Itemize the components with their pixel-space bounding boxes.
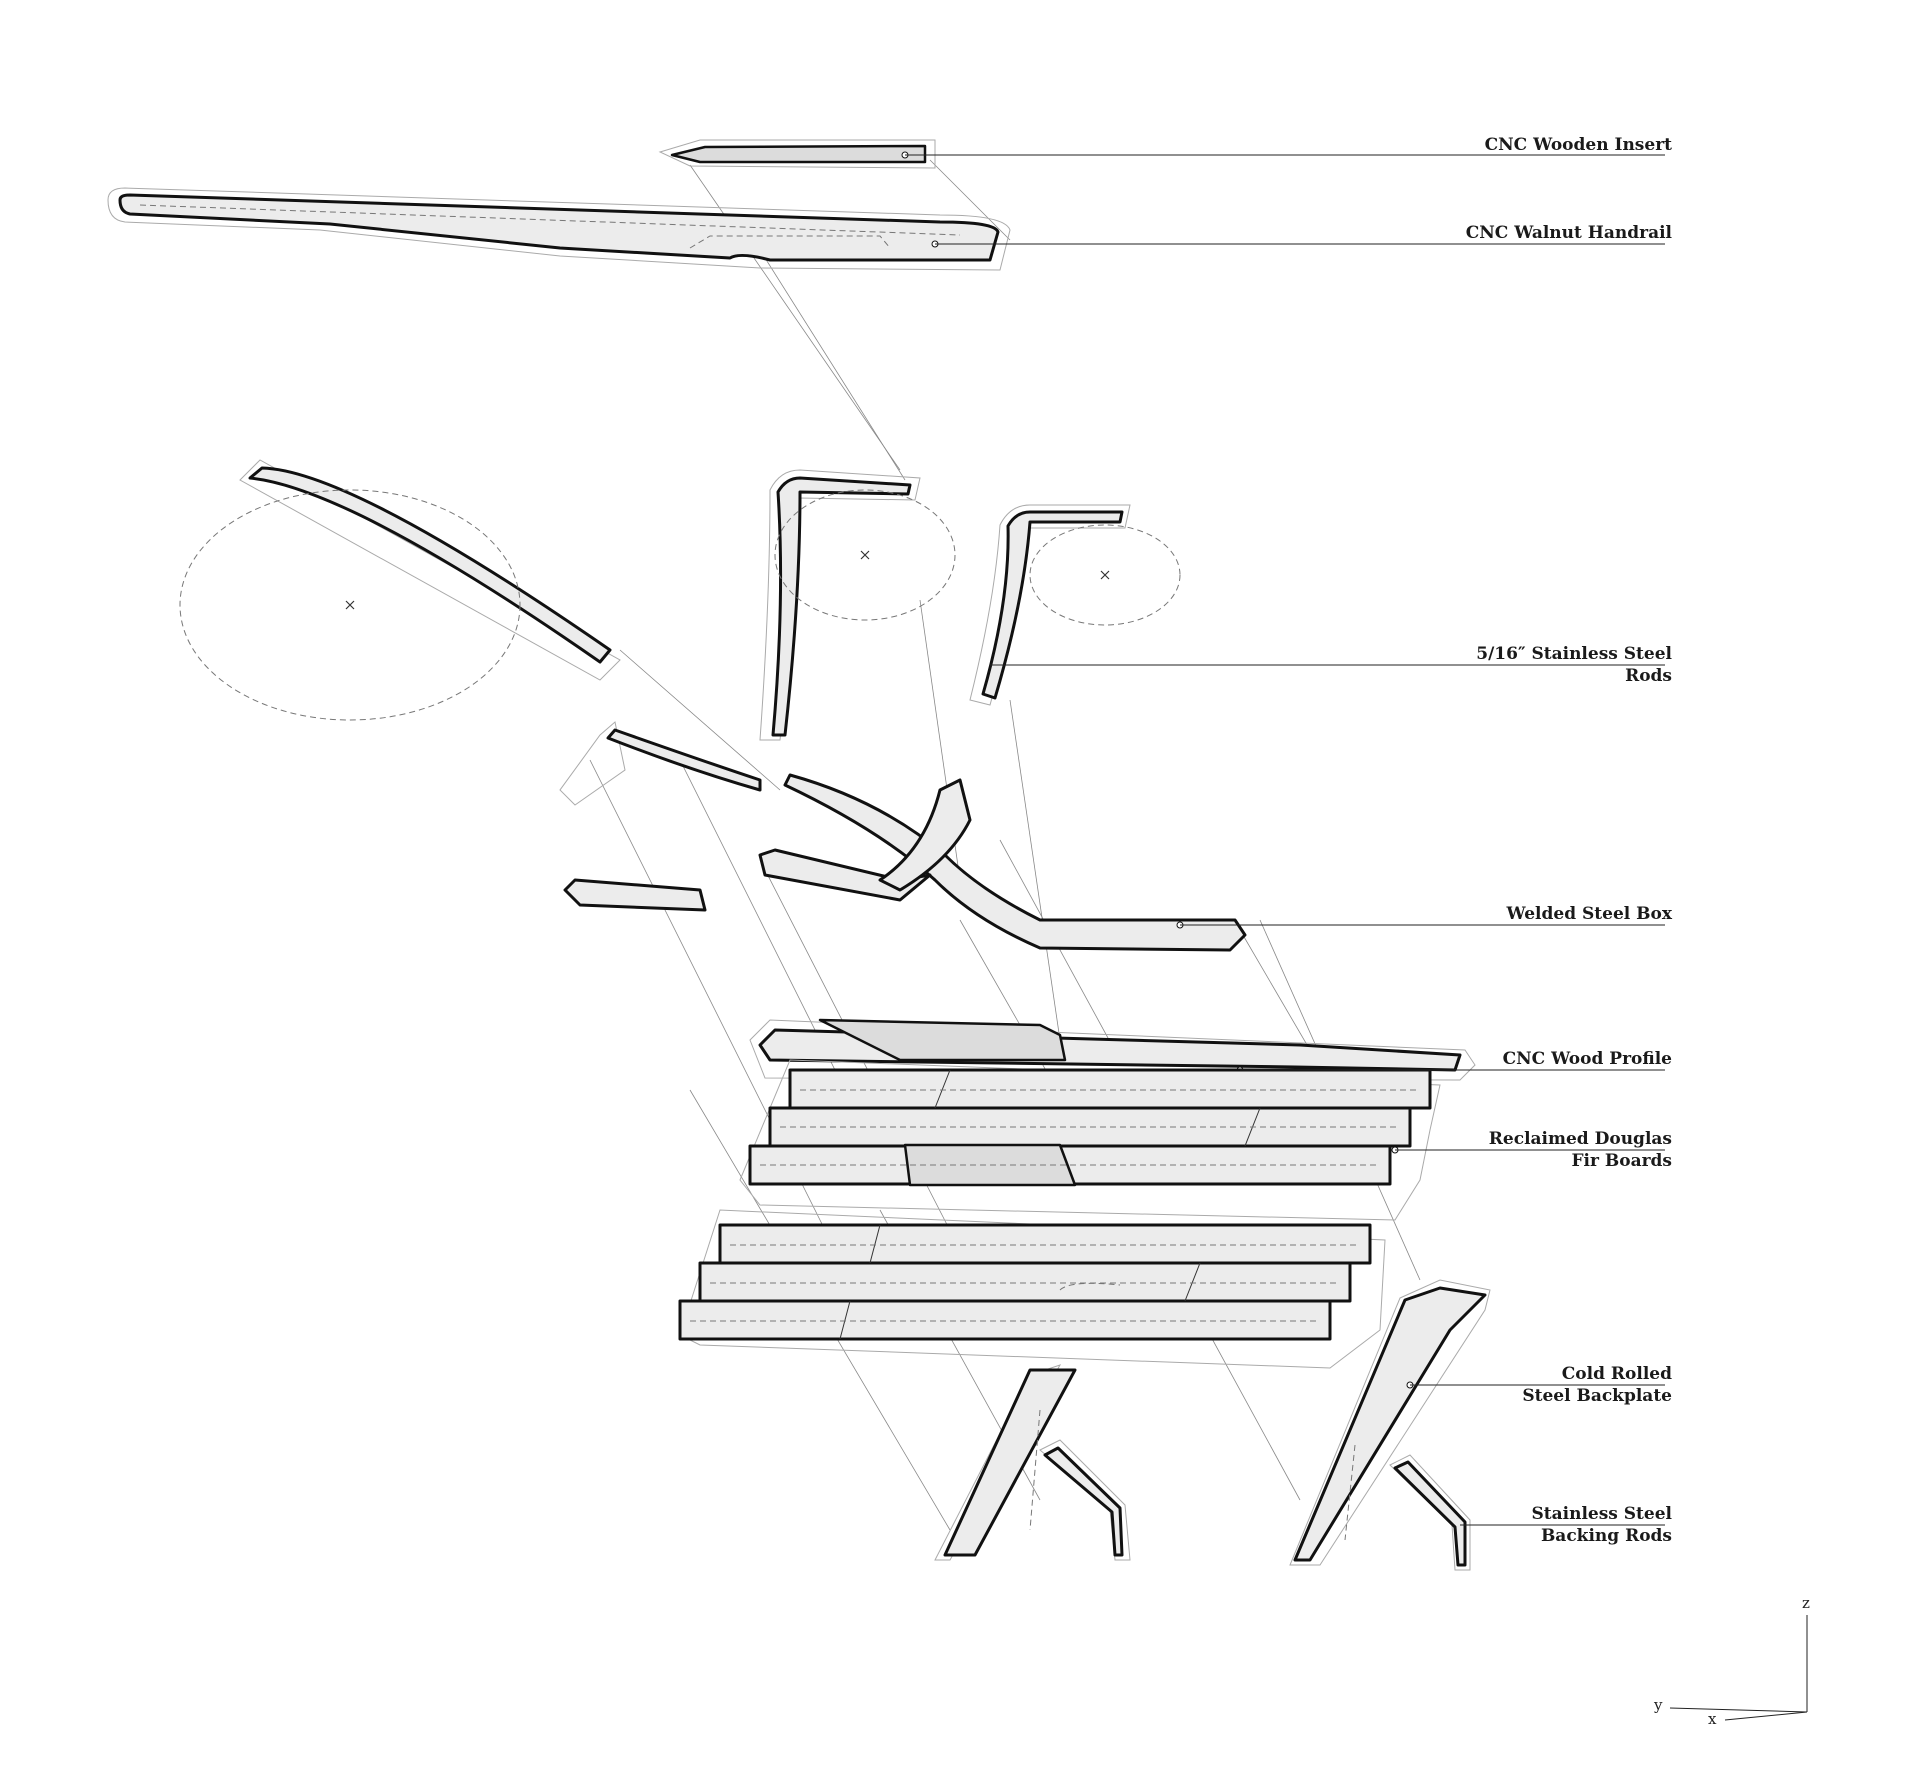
label-stainless-steel-rods: 5/16″ Stainless Steel Rods xyxy=(1476,644,1672,686)
label-reclaimed-douglas-fir-boards: Reclaimed Douglas Fir Boards xyxy=(1488,1129,1672,1171)
cnc-wooden-insert-part xyxy=(658,139,936,169)
label-cold-rolled-steel-backplate: Cold Rolled Steel Backplate xyxy=(1522,1364,1672,1406)
cnc-wood-profile-part xyxy=(749,1018,1476,1081)
axis-indicator xyxy=(1669,1615,1808,1721)
label-welded-steel-box: Welded Steel Box xyxy=(1506,904,1672,924)
stainless-steel-rods-part xyxy=(179,459,1181,741)
leader-lines xyxy=(905,154,1665,1526)
douglas-fir-boards-part xyxy=(739,1059,1441,1221)
axis-label-x: x xyxy=(1708,1710,1717,1728)
axis-label-y: y xyxy=(1654,1696,1663,1714)
label-stainless-steel-backing-rods: Stainless Steel Backing Rods xyxy=(1531,1504,1672,1546)
label-cnc-wood-profile: CNC Wood Profile xyxy=(1502,1049,1672,1069)
backing-rods-part xyxy=(1029,1409,1471,1571)
lower-boards-part xyxy=(678,1209,1386,1369)
axis-label-z: z xyxy=(1802,1594,1810,1612)
cnc-walnut-handrail-part xyxy=(107,187,1011,271)
welded-steel-box-part xyxy=(559,721,1247,952)
label-cnc-wooden-insert: CNC Wooden Insert xyxy=(1484,135,1672,155)
label-cnc-walnut-handrail: CNC Walnut Handrail xyxy=(1465,223,1672,243)
